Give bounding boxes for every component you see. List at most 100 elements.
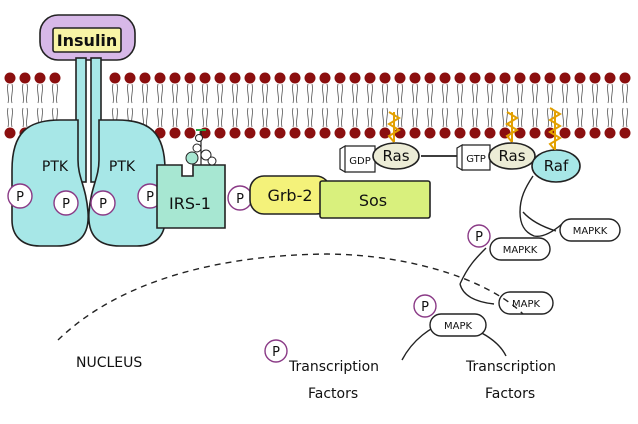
lipid-tail-top xyxy=(351,83,355,104)
lipid-tail-top xyxy=(141,83,145,104)
lipid-head-bottom xyxy=(304,127,316,139)
svg-text:Transcription: Transcription xyxy=(465,359,556,375)
lipid-tail-bottom xyxy=(426,107,430,128)
svg-text:MAPKK: MAPKK xyxy=(573,226,608,237)
ptk-domain-right xyxy=(88,119,166,247)
lipid-tail-top xyxy=(36,83,40,104)
lipid-head-bottom xyxy=(244,127,256,139)
lipid-tail-bottom xyxy=(6,107,10,128)
lipid-head-bottom xyxy=(529,127,541,139)
gdp-box: GDP xyxy=(339,144,376,174)
lipid-head-top xyxy=(589,72,601,84)
lipid-tail-bottom xyxy=(216,107,220,128)
nucleus-boundary xyxy=(57,253,524,341)
lipid-head-top xyxy=(394,72,406,84)
lipid-head-bottom xyxy=(289,127,301,139)
ras-shape-right xyxy=(488,142,536,170)
lipid-tail-bottom xyxy=(471,107,475,128)
lipid-tail-top xyxy=(621,83,625,104)
lipid-tail-bottom xyxy=(445,107,449,128)
svg-text:P: P xyxy=(146,190,154,205)
lipid-tail-bottom xyxy=(205,107,209,128)
irs1-anchor xyxy=(185,129,217,166)
lipid-tail-bottom xyxy=(25,107,29,128)
lipid-tail-bottom xyxy=(321,107,325,128)
svg-text:Transcription: Transcription xyxy=(288,359,379,375)
lipid-head-top xyxy=(19,72,31,84)
lipid-head-bottom xyxy=(334,127,346,139)
lipid-head-bottom xyxy=(229,127,241,139)
lipid-tail-top xyxy=(246,83,250,104)
lipid-tail-bottom xyxy=(565,107,569,128)
lipid-tail-bottom xyxy=(21,107,25,128)
gtp-box: GTP xyxy=(456,143,491,172)
lipid-tail-top xyxy=(531,83,535,104)
lipid-tail-top xyxy=(336,83,340,104)
mapk-phosphorylated: MAPK P xyxy=(413,294,487,337)
lipid-head-top xyxy=(154,72,166,84)
lipid-tail-bottom xyxy=(456,107,460,128)
lipid-head-top xyxy=(139,72,151,84)
lipid-head-bottom xyxy=(349,127,361,139)
lipid-tail-top xyxy=(486,83,490,104)
lipid-tail-bottom xyxy=(175,107,179,128)
svg-text:MAPK: MAPK xyxy=(512,299,540,310)
lipid-tail-top xyxy=(10,83,14,104)
lipid-tail-top xyxy=(186,83,190,104)
lipid-tail-bottom xyxy=(475,107,479,128)
transcription-factors-left: P Transcription Factors xyxy=(264,339,379,402)
svg-text:P: P xyxy=(16,190,24,205)
lipid-tail-top xyxy=(445,83,449,104)
lipid-tail-bottom xyxy=(295,107,299,128)
phosphate-icon: P xyxy=(467,224,491,248)
sos-label: Sos xyxy=(359,191,387,210)
lipid-tail-top xyxy=(291,83,295,104)
lipid-tail-top xyxy=(216,83,220,104)
lipid-head-top xyxy=(619,72,631,84)
svg-text:P: P xyxy=(475,230,483,245)
phosphate-icon: P xyxy=(53,190,79,216)
raf-protein: Raf xyxy=(531,112,581,183)
lipid-tail-top xyxy=(475,83,479,104)
lipid-tail-top xyxy=(295,83,299,104)
lipid-tail-top xyxy=(426,83,430,104)
lipid-head-top xyxy=(349,72,361,84)
lipid-head-bottom xyxy=(184,127,196,139)
lipid-tail-top xyxy=(610,83,614,104)
lipid-head-top xyxy=(169,72,181,84)
svg-text:P: P xyxy=(421,300,429,315)
lipid-head-top xyxy=(544,72,556,84)
irs1-label: IRS-1 xyxy=(169,194,211,213)
lipid-tail-bottom xyxy=(490,107,494,128)
lipid-tail-bottom xyxy=(625,107,629,128)
insulin-molecule: Insulin xyxy=(39,14,136,61)
lipid-head-top xyxy=(199,72,211,84)
lipid-tail-bottom xyxy=(231,107,235,128)
lipid-tail-bottom xyxy=(595,107,599,128)
lipid-tail-bottom xyxy=(505,107,509,128)
lipid-head-bottom xyxy=(424,127,436,139)
lipid-head-top xyxy=(4,72,16,84)
svg-text:GDP: GDP xyxy=(349,156,370,167)
ptk-label-left: PTK xyxy=(42,159,69,175)
lipid-head-top xyxy=(274,72,286,84)
lipid-head-bottom xyxy=(409,127,421,139)
lipid-tail-bottom xyxy=(145,107,149,128)
lipid-tail-top xyxy=(576,83,580,104)
lipid-head-bottom xyxy=(589,127,601,139)
mapkk-inactive: MAPKK xyxy=(559,218,621,242)
lipid-head-top xyxy=(454,72,466,84)
lipid-tail-bottom xyxy=(201,107,205,128)
lipid-tail-bottom xyxy=(486,107,490,128)
lipid-tail-top xyxy=(21,83,25,104)
lipid-tail-bottom xyxy=(535,107,539,128)
lipid-tail-bottom xyxy=(265,107,269,128)
lipid-head-top xyxy=(499,72,511,84)
lipid-tail-top xyxy=(231,83,235,104)
nucleus-label: NUCLEUS xyxy=(76,355,142,371)
lipid-tail-top xyxy=(111,83,115,104)
lipid-tail-bottom xyxy=(325,107,329,128)
lipid-head-bottom xyxy=(259,127,271,139)
lipid-tail-top xyxy=(411,83,415,104)
lipid-tail-bottom xyxy=(246,107,250,128)
